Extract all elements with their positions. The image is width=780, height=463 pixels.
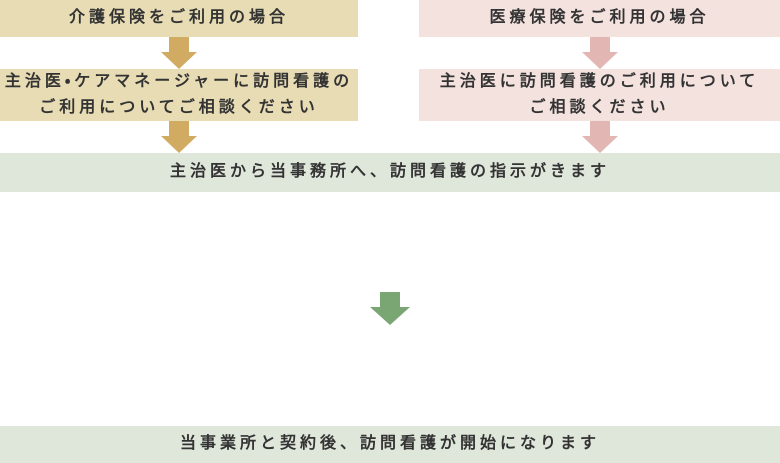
step1-row: 介護保険をご利用の場合 医療保険をご利用の場合 bbox=[0, 0, 780, 37]
step-box-kaigo-insurance: 介護保険をご利用の場合 bbox=[0, 0, 358, 37]
down-arrow-icon-shared bbox=[370, 292, 410, 326]
down-arrow-icon-iryo-1 bbox=[581, 36, 618, 69]
step-box-iryo-consult: 主治医に訪問看護のご利用について ご相談ください bbox=[419, 68, 780, 121]
step-box-contract-start: 当事業所と契約後、訪問看護が開始になります bbox=[0, 425, 780, 463]
step-box-kaigo-consult: 主治医・ケアマネージャーに訪問看護の ご利用についてご相談ください bbox=[0, 68, 358, 121]
step-box-iryo-insurance-label: 医療保険をご利用の場合 bbox=[489, 9, 710, 27]
step-box-doctor-instruction-label: 主治医から当事務所へ、訪問看護の指示がきます bbox=[169, 163, 610, 181]
down-arrow-icon-kaigo-1 bbox=[161, 36, 197, 69]
arrow-row-1 bbox=[0, 36, 780, 69]
arrow-row-3 bbox=[0, 192, 780, 426]
step-box-iryo-insurance: 医療保険をご利用の場合 bbox=[419, 0, 780, 37]
step-box-iryo-consult-line2: ご相談ください bbox=[529, 98, 670, 116]
column-gap bbox=[358, 69, 419, 121]
down-arrow-icon-iryo-2 bbox=[581, 120, 618, 153]
step3-row: 主治医から当事務所へ、訪問看護の指示がきます bbox=[0, 152, 780, 192]
column-gap bbox=[358, 0, 419, 37]
step-box-kaigo-consult-line2: ご利用についてご相談ください bbox=[39, 98, 319, 116]
down-arrow-icon-kaigo-2 bbox=[161, 120, 197, 153]
step-box-kaigo-insurance-label: 介護保険をご利用の場合 bbox=[68, 9, 289, 27]
step-box-iryo-consult-line1: 主治医に訪問看護のご利用について bbox=[439, 72, 760, 90]
step2-row: 主治医・ケアマネージャーに訪問看護の ご利用についてご相談ください 主治医に訪問… bbox=[0, 68, 780, 121]
step-box-kaigo-consult-line1: 主治医・ケアマネージャーに訪問看護の bbox=[4, 72, 354, 90]
step-box-contract-start-label: 当事業所と契約後、訪問看護が開始になります bbox=[179, 435, 600, 453]
arrow-row-2 bbox=[0, 120, 780, 153]
step4-row: 当事業所と契約後、訪問看護が開始になります bbox=[0, 425, 780, 463]
step-box-doctor-instruction: 主治医から当事務所へ、訪問看護の指示がきます bbox=[0, 152, 780, 192]
